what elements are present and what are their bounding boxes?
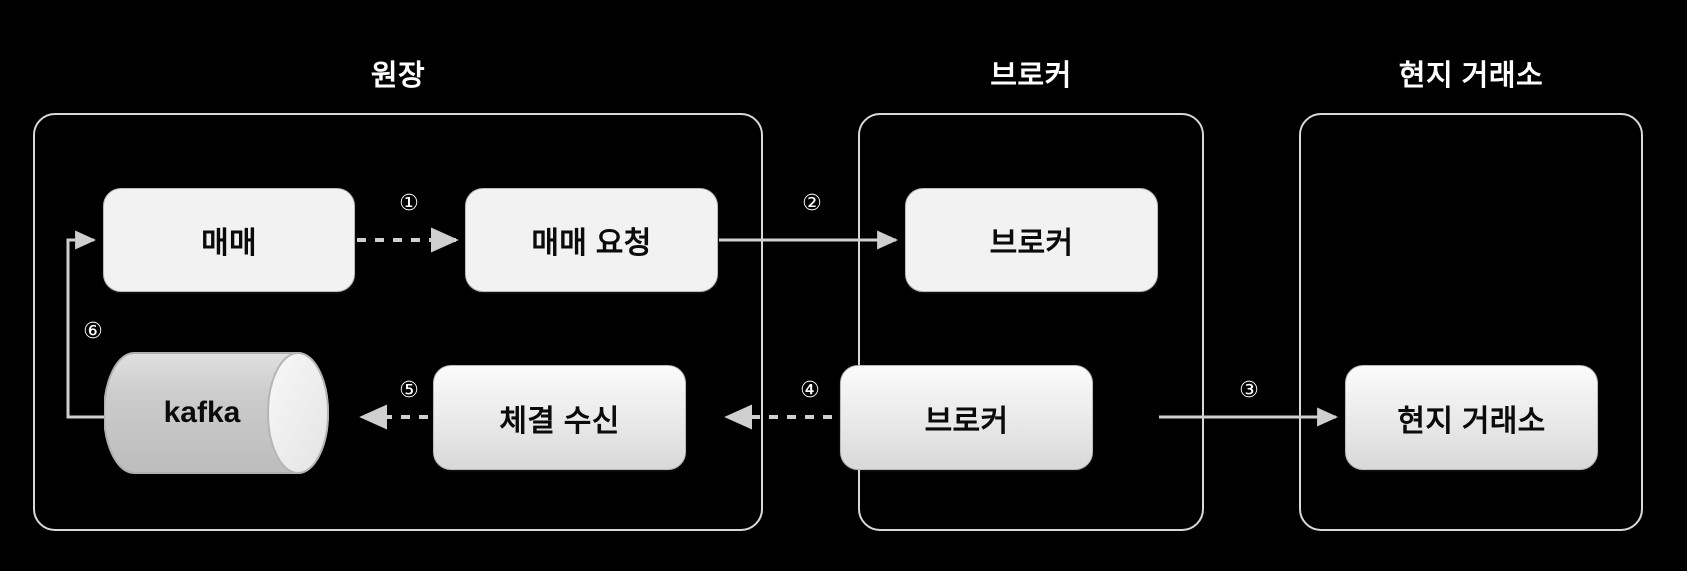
step-marker-3: ③ xyxy=(1239,378,1259,403)
node-trade-request[interactable]: 매매 요청 xyxy=(465,188,718,292)
group-title-ledger: 원장 xyxy=(370,60,426,92)
group-box-ledger xyxy=(33,113,763,531)
group-box-broker xyxy=(858,113,1204,531)
cylinder-shape xyxy=(103,352,329,474)
node-broker-bottom[interactable]: 브로커 xyxy=(840,365,1093,470)
node-broker-top[interactable]: 브로커 xyxy=(905,188,1158,292)
step-marker-5: ⑤ xyxy=(399,378,419,403)
step-marker-4: ④ xyxy=(800,378,820,403)
node-kafka[interactable]: kafka xyxy=(103,351,356,475)
step-marker-2: ② xyxy=(802,191,822,216)
step-marker-1: ① xyxy=(399,191,419,216)
node-local-exchange[interactable]: 현지 거래소 xyxy=(1345,365,1598,470)
node-fill-receive[interactable]: 체결 수신 xyxy=(433,365,686,470)
group-title-exchange: 현지 거래소 xyxy=(1398,60,1544,92)
node-trade[interactable]: 매매 xyxy=(103,188,355,292)
group-box-exchange xyxy=(1299,113,1643,531)
step-marker-6: ⑥ xyxy=(83,319,103,344)
group-title-broker: 브로커 xyxy=(990,60,1072,92)
node-kafka-label: kafka xyxy=(163,396,241,429)
